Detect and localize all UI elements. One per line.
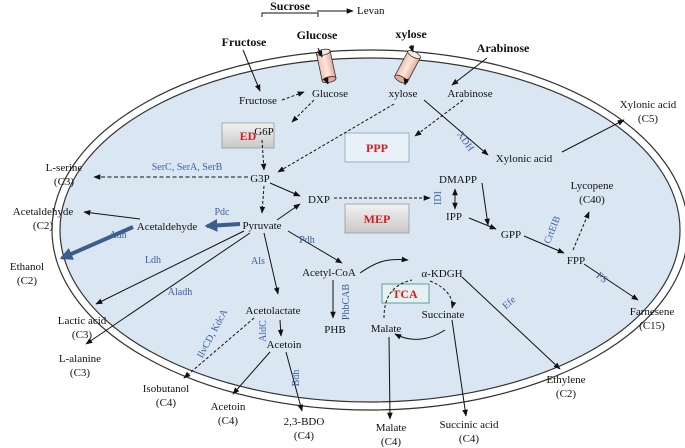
farnesene-product-carbon: (C15) (639, 320, 665, 332)
dmapp-label: DMAPP (439, 174, 477, 186)
malate-label: Malate (371, 323, 402, 335)
ed-box (221, 122, 275, 149)
ethylene-product: Ethylene (546, 374, 585, 386)
isobutanol-product-carbon: (C4) (156, 397, 177, 409)
akdgh-label: α-KDGH (421, 268, 462, 280)
dxp-label: DXP (308, 194, 330, 206)
acetaldehyde-product-carbon: (C2) (33, 220, 54, 232)
levan-label: Levan (357, 5, 385, 17)
g6p-label: G6P (254, 126, 274, 138)
mep-box (344, 203, 410, 234)
fs-enzyme: FS (594, 270, 610, 286)
adh-enzyme: Adh (109, 230, 126, 241)
xylonic-acid-product-carbon: (C5) (638, 113, 659, 125)
bdo-product-carbon: (C4) (294, 430, 315, 442)
idi-enzyme: IDI (433, 191, 444, 205)
acetaldehyde-label: Acetaldehyde (137, 221, 198, 233)
malate-product: Malate (376, 422, 407, 434)
fructose-label: Fructose (239, 95, 277, 107)
acetaldehyde-product: Acetaldehyde (13, 206, 74, 218)
cell-outer-membrane (51, 49, 685, 411)
acetoin-product-carbon: (C4) (218, 415, 239, 427)
l-alanine-product-carbon: (C3) (70, 367, 91, 379)
acetoin-label: Acetoin (267, 339, 302, 351)
phb-label: PHB (324, 324, 345, 336)
ethanol-product: Ethanol (10, 261, 44, 273)
l-serine-product-carbon: (C3) (54, 176, 75, 188)
xylose-label: xylose (389, 88, 418, 100)
sucrose-label: Sucrose (270, 0, 310, 13)
pdc-enzyme: Pdc (215, 207, 231, 218)
lycopene-product: Lycopene (571, 180, 614, 192)
farnesene-product: Farnesene (630, 306, 675, 318)
lactic-acid-product: Lactic acid (58, 315, 107, 327)
phb-enzymes: PhbCAB (341, 284, 352, 320)
succinic-acid-product: Succinic acid (440, 419, 499, 431)
xylose-outside-label: xylose (395, 27, 427, 41)
malate-product-carbon: (C4) (381, 436, 402, 448)
pdc-arrow (204, 218, 241, 232)
gpp-label: GPP (501, 229, 521, 241)
reaction-arrows (83, 8, 639, 420)
xylonic-acid-label: Xylonic acid (496, 153, 553, 165)
pdh-enzyme: Pdh (299, 235, 315, 246)
aladh-enzyme: Aladh (168, 287, 192, 298)
xylonic-acid-product: Xylonic acid (620, 99, 677, 111)
ethanol-product-carbon: (C2) (17, 275, 38, 287)
isobutanol-product: Isobutanol (143, 383, 189, 395)
ppp-label: PPP (366, 141, 388, 155)
aldc-enzyme: AldC (258, 320, 269, 342)
arabinose-label: Arabinose (447, 88, 492, 100)
ser-enzymes: SerC, SerA, SerB (152, 162, 223, 173)
g3p-label: G3P (250, 173, 270, 185)
tca-label: TCA (392, 287, 418, 301)
pyruvate-label: Pyruvate (242, 220, 281, 232)
ppp-box (344, 132, 410, 163)
ethylene-product-carbon: (C2) (556, 388, 577, 400)
lactic-acid-product-carbon: (C3) (72, 329, 93, 341)
ldh-enzyme: Ldh (145, 255, 161, 266)
fructose-outside-label: Fructose (222, 35, 267, 49)
arabinose-outside-label: Arabinose (477, 41, 530, 55)
l-serine-product: L-serine (46, 162, 83, 174)
succinic-acid-product-carbon: (C4) (459, 433, 480, 445)
mep-label: MEP (364, 212, 391, 226)
bdh-enzyme: Bdh (291, 370, 302, 387)
fpp-label: FPP (567, 255, 585, 267)
succinate-label: Succinate (422, 309, 465, 321)
acetyl-coa-label: Acetyl-CoA (302, 267, 356, 279)
ipp-label: IPP (446, 211, 462, 223)
glucose-label: Glucose (312, 88, 348, 100)
ed-label: ED (240, 129, 257, 143)
xylose-transporter (394, 50, 421, 84)
adh-arrow (59, 225, 134, 260)
acetolactate-label: Acetolactate (246, 305, 301, 317)
acetoin-product: Acetoin (211, 401, 246, 413)
als-enzyme: Als (251, 256, 265, 267)
l-alanine-product: L-alanine (59, 353, 101, 365)
bdo-product: 2,3-BDO (284, 416, 325, 428)
lycopene-product-carbon: (C40) (579, 194, 605, 206)
glucose-outside-label: Glucose (297, 28, 338, 42)
